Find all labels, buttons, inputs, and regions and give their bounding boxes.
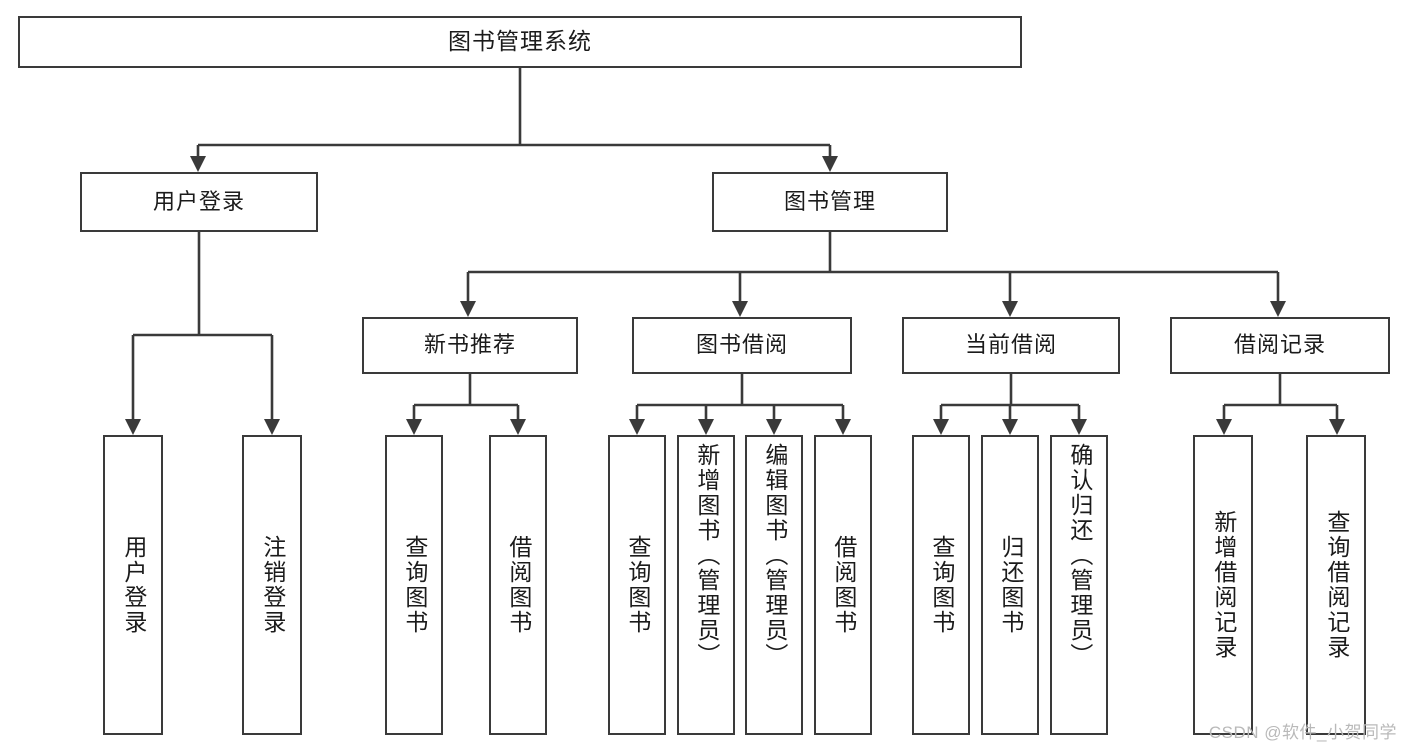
leaf-current-confirm-return-admin-label: 确认归还（管理员）: [1066, 443, 1093, 668]
node-borrow-record[interactable]: 借阅记录: [1170, 317, 1390, 374]
arrowhead-user-login: [190, 156, 206, 172]
leaf-record-query-record-label: 查询借阅记录: [1323, 510, 1350, 660]
leaf-logout[interactable]: 注销登录: [242, 435, 302, 735]
node-book-borrow-label: 图书借阅: [695, 332, 788, 358]
arrowhead-leaf-record-1: [1216, 419, 1232, 435]
leaf-borrow-add-book-admin[interactable]: 新增图书（管理员）: [677, 435, 735, 735]
arrowhead-leaf-newbook-2: [510, 419, 526, 435]
leaf-borrow-borrow-book[interactable]: 借阅图书: [814, 435, 872, 735]
leaf-newbook-query-book[interactable]: 查询图书: [385, 435, 443, 735]
leaf-newbook-borrow-book[interactable]: 借阅图书: [489, 435, 547, 735]
node-current-borrow-label: 当前借阅: [964, 332, 1057, 358]
leaf-borrow-query-book-label: 查询图书: [624, 535, 651, 635]
node-new-book-recommend-label: 新书推荐: [423, 332, 516, 358]
node-user-login[interactable]: 用户登录: [80, 172, 318, 232]
leaf-logout-label: 注销登录: [259, 535, 286, 635]
leaf-user-login[interactable]: 用户登录: [103, 435, 163, 735]
leaf-newbook-query-book-label: 查询图书: [401, 535, 428, 635]
arrowhead-leaf-borrow-3: [766, 419, 782, 435]
leaf-borrow-edit-book-admin[interactable]: 编辑图书（管理员）: [745, 435, 803, 735]
arrowhead-leaf-newbook-1: [406, 419, 422, 435]
leaf-current-query-book[interactable]: 查询图书: [912, 435, 970, 735]
arrowhead-book-mgmt: [822, 156, 838, 172]
leaf-record-add-record-label: 新增借阅记录: [1210, 510, 1237, 660]
arrowhead-level3-2: [732, 301, 748, 317]
node-root[interactable]: 图书管理系统: [18, 16, 1022, 68]
arrowhead-leaf-user-login-2: [264, 419, 280, 435]
leaf-current-confirm-return-admin[interactable]: 确认归还（管理员）: [1050, 435, 1108, 735]
leaf-record-query-record[interactable]: 查询借阅记录: [1306, 435, 1366, 735]
node-book-borrow[interactable]: 图书借阅: [632, 317, 852, 374]
node-book-management-label: 图书管理: [783, 188, 876, 214]
arrowhead-level3-3: [1002, 301, 1018, 317]
node-user-login-label: 用户登录: [152, 188, 245, 214]
node-current-borrow[interactable]: 当前借阅: [902, 317, 1120, 374]
leaf-record-add-record[interactable]: 新增借阅记录: [1193, 435, 1253, 735]
leaf-newbook-borrow-book-label: 借阅图书: [505, 535, 532, 635]
leaf-borrow-borrow-book-label: 借阅图书: [830, 535, 857, 635]
leaf-user-login-label: 用户登录: [120, 535, 147, 635]
node-book-management[interactable]: 图书管理: [712, 172, 948, 232]
leaf-borrow-add-book-admin-label: 新增图书（管理员）: [693, 443, 720, 668]
arrowhead-level3-4: [1270, 301, 1286, 317]
arrowhead-leaf-current-2: [1002, 419, 1018, 435]
leaf-current-query-book-label: 查询图书: [928, 535, 955, 635]
arrowhead-leaf-current-1: [933, 419, 949, 435]
leaf-borrow-edit-book-admin-label: 编辑图书（管理员）: [761, 443, 788, 668]
arrowhead-level3-1: [460, 301, 476, 317]
arrowhead-leaf-current-3: [1071, 419, 1087, 435]
node-borrow-record-label: 借阅记录: [1233, 332, 1326, 358]
node-root-label: 图书管理系统: [448, 28, 592, 55]
csdn-watermark: CSDN @软件_小贺同学: [1208, 723, 1397, 742]
leaf-current-return-book[interactable]: 归还图书: [981, 435, 1039, 735]
node-new-book-recommend[interactable]: 新书推荐: [362, 317, 578, 374]
arrowhead-leaf-borrow-2: [698, 419, 714, 435]
arrowhead-leaf-borrow-4: [835, 419, 851, 435]
arrowhead-leaf-record-2: [1329, 419, 1345, 435]
arrowhead-leaf-borrow-1: [629, 419, 645, 435]
arrowhead-leaf-user-login-1: [125, 419, 141, 435]
leaf-current-return-book-label: 归还图书: [997, 535, 1024, 635]
leaf-borrow-query-book[interactable]: 查询图书: [608, 435, 666, 735]
